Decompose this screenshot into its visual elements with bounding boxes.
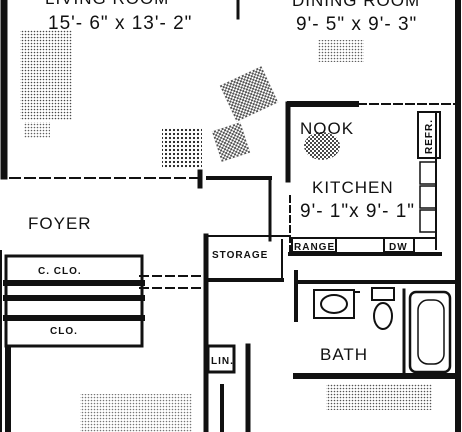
kitchen-fixtures: [291, 111, 441, 253]
vanity: [313, 289, 355, 319]
living-room-dimensions: 15'- 6" x 13'- 2": [48, 13, 192, 34]
dining-buffet: [318, 40, 364, 62]
kitchen-label: KITCHEN: [312, 178, 394, 197]
refrigerator-label: REFR.: [424, 119, 435, 154]
closet-upper-label: C. CLO.: [38, 266, 82, 277]
dining-room-dimensions: 9'- 5" x 9'- 3": [296, 14, 417, 35]
refrigerator: [417, 111, 441, 159]
chair-b: [162, 128, 202, 168]
chair-c: [211, 122, 251, 162]
rug-lower: [80, 394, 192, 432]
bath-fixtures: [313, 287, 452, 374]
dishwasher: [383, 237, 415, 253]
range-label: RANGE: [294, 242, 335, 253]
side-table: [24, 122, 50, 138]
nook-label: NOOK: [300, 119, 354, 138]
kitchen-dimensions: 9'- 1"x 9'- 1": [300, 201, 415, 222]
chair-a: [219, 66, 279, 122]
dining-room-label: DINING ROOM: [292, 0, 420, 10]
bathtub: [408, 290, 452, 374]
linen-label: LIN.: [211, 356, 234, 367]
bath-label: BATH: [320, 345, 368, 364]
living-room-label: LIVING ROOM: [45, 0, 169, 8]
furniture-layer: [20, 30, 432, 432]
storage-label: STORAGE: [212, 250, 268, 261]
closet-lower-label: CLO.: [50, 326, 78, 337]
toilet: [373, 302, 393, 330]
sofa-left: [20, 30, 72, 120]
dishwasher-label: DW: [389, 242, 408, 253]
nook-table: [304, 132, 340, 160]
labels: LIVING ROOM 15'- 6" x 13'- 2" DINING ROO…: [28, 0, 435, 367]
range: [291, 237, 337, 253]
foyer-label: FOYER: [28, 214, 92, 233]
bath-mat: [326, 384, 432, 410]
